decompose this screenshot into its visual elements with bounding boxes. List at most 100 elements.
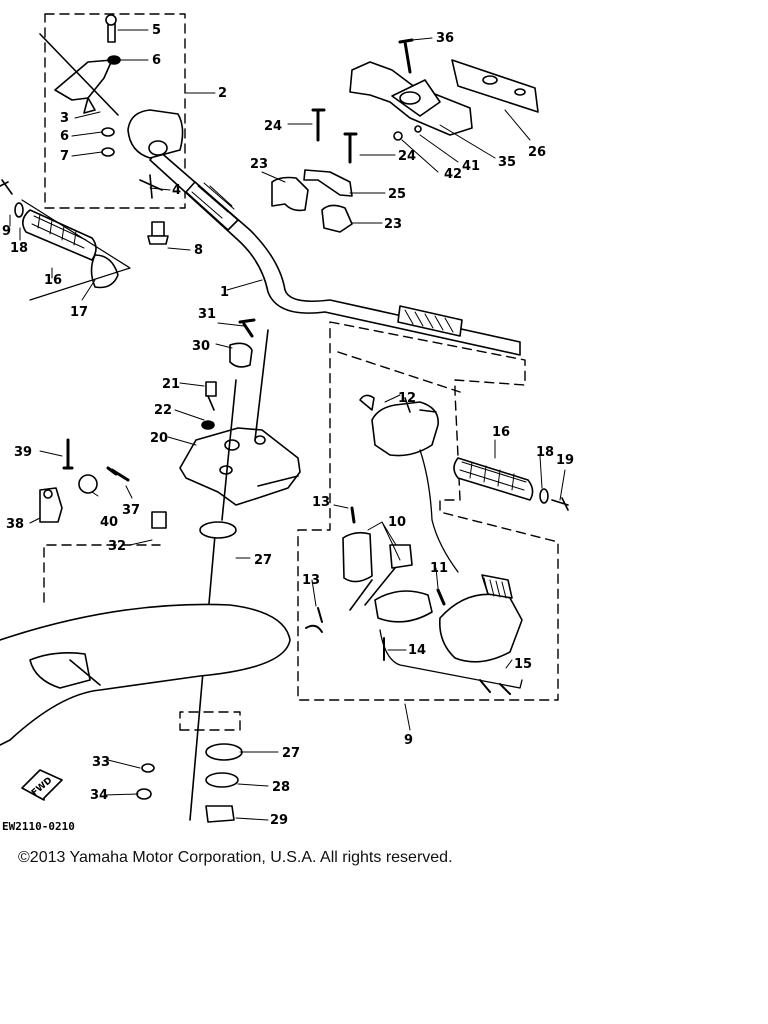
callout-9-left: 9 <box>2 224 11 239</box>
throttle-housing <box>127 109 184 159</box>
callout-31: 31 <box>198 307 216 322</box>
callout-30: 30 <box>192 339 210 354</box>
grommet-33 <box>141 763 155 773</box>
steering-plate-20 <box>179 427 301 506</box>
throttle-lever <box>39 33 119 116</box>
callout-39: 39 <box>14 445 32 460</box>
callout-26: 26 <box>528 145 546 160</box>
callout-17: 17 <box>70 305 88 320</box>
callout-24-left: 24 <box>264 119 282 134</box>
bushing-30 <box>229 342 253 368</box>
callout-9-group: 9 <box>404 733 413 748</box>
screw-36 <box>398 38 414 74</box>
screw-5 <box>105 14 117 43</box>
callout-37: 37 <box>122 503 140 518</box>
clamp-25 <box>303 169 353 197</box>
washer-42 <box>393 131 403 141</box>
callout-23-upper: 23 <box>250 157 268 172</box>
column-rod <box>189 329 269 821</box>
screw-19-right <box>551 497 569 511</box>
clamp-23-upper <box>271 176 309 212</box>
clamp-23-lower <box>321 204 353 233</box>
leader-lines <box>9 29 566 821</box>
nut-7 <box>101 147 115 157</box>
screw-13-upper <box>350 506 356 524</box>
callout-1: 1 <box>220 285 229 300</box>
bracket-38 <box>39 487 63 523</box>
callout-6a: 6 <box>152 53 161 68</box>
switch-body-12 <box>359 394 439 457</box>
washer-22 <box>201 420 215 430</box>
callout-29: 29 <box>270 813 288 828</box>
wire-harness <box>379 449 523 689</box>
nut-32 <box>151 511 167 529</box>
washer-6-top <box>107 55 121 65</box>
callout-7: 7 <box>60 149 69 164</box>
dashed-group-outlines <box>43 13 559 731</box>
callout-13-lower: 13 <box>302 573 320 588</box>
callout-5: 5 <box>152 23 161 38</box>
cover-15 <box>438 574 523 663</box>
callout-42: 42 <box>444 167 462 182</box>
callout-16-right: 16 <box>492 425 510 440</box>
callout-24-right: 24 <box>398 149 416 164</box>
callout-28: 28 <box>272 780 290 795</box>
callout-10: 10 <box>388 515 406 530</box>
washer-41 <box>414 125 422 133</box>
callout-32: 32 <box>108 539 126 554</box>
callout-6b: 6 <box>60 129 69 144</box>
screw-37 <box>106 466 130 482</box>
callout-35: 35 <box>498 155 516 170</box>
cable-wire-end <box>479 679 511 695</box>
nut-29 <box>205 805 235 823</box>
bolt-24-right <box>343 132 358 164</box>
handle-26 <box>451 59 539 113</box>
bolt-31 <box>238 318 256 338</box>
callout-18-left: 18 <box>10 241 28 256</box>
washer-27-lower <box>205 743 243 761</box>
callout-20: 20 <box>150 431 168 446</box>
callout-4: 4 <box>172 183 181 198</box>
switch-assembly-10 <box>342 531 433 623</box>
callout-18-right: 18 <box>536 445 554 460</box>
callout-15: 15 <box>514 657 532 672</box>
callout-3: 3 <box>60 111 69 126</box>
cap-34 <box>136 788 152 800</box>
grip-16-left <box>21 199 131 301</box>
callout-2: 2 <box>218 86 227 101</box>
callout-12: 12 <box>398 391 416 406</box>
lever-assembly-35 <box>349 61 473 136</box>
bolt-8 <box>147 221 169 245</box>
cable-4 <box>139 174 163 199</box>
knob-40 <box>78 474 98 494</box>
callout-16-left: 16 <box>44 273 62 288</box>
screw-13-lower <box>305 607 323 633</box>
washer-18-right <box>539 488 549 504</box>
callout-13-upper: 13 <box>312 495 330 510</box>
callout-8: 8 <box>194 243 203 258</box>
callout-22: 22 <box>154 403 172 418</box>
screw-11 <box>436 588 446 606</box>
callout-38: 38 <box>6 517 24 532</box>
drawing-code: EW2110-0210 <box>2 820 75 833</box>
callout-23-lower: 23 <box>384 217 402 232</box>
copyright-notice: ©2013 Yamaha Motor Corporation, U.S.A. A… <box>18 849 453 866</box>
callout-25: 25 <box>388 187 406 202</box>
screw-9-left <box>0 179 13 195</box>
washer-6-lower <box>101 127 115 137</box>
callout-36: 36 <box>436 31 454 46</box>
washer-27-upper <box>199 521 237 539</box>
callout-34: 34 <box>90 788 108 803</box>
parts-diagram: 1 2 3 4 5 6 6 7 8 9 9 10 11 12 13 13 14 … <box>0 13 574 833</box>
callout-11: 11 <box>430 561 448 576</box>
hull-outline <box>0 603 291 746</box>
rivet-39 <box>62 438 74 470</box>
callout-40: 40 <box>100 515 118 530</box>
callout-19: 19 <box>556 453 574 468</box>
callout-27-upper: 27 <box>254 553 272 568</box>
washer-18-left <box>14 202 24 218</box>
callout-27-lower: 27 <box>282 746 300 761</box>
bolt-21 <box>205 381 217 411</box>
fwd-arrow-shape <box>21 769 63 801</box>
callout-labels: 1 2 3 4 5 6 6 7 8 9 9 10 11 12 13 13 14 … <box>2 23 574 828</box>
